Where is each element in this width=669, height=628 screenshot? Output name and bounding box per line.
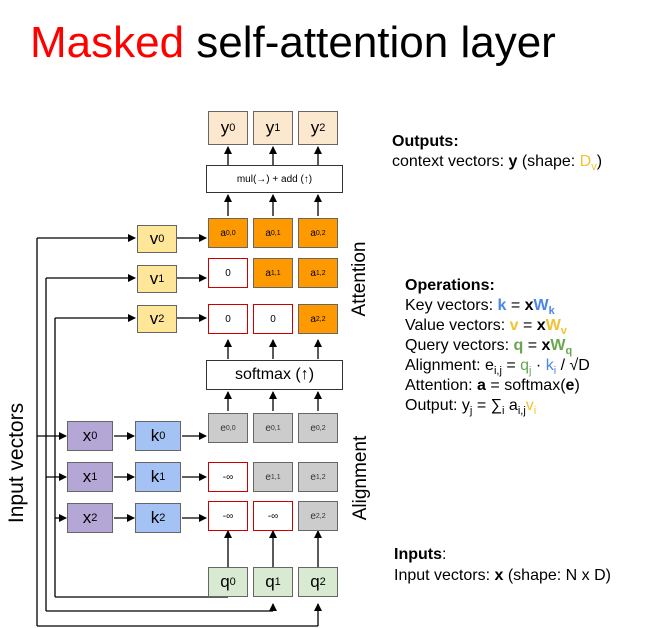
- attention-masked-cell: 0: [253, 304, 293, 334]
- operation-value: Value vectors: v = xWv: [405, 317, 567, 338]
- inputs-heading: Inputs:: [394, 546, 447, 563]
- operation-output: Output: yj = ∑i ai,jvi: [405, 397, 537, 418]
- operation-alignment: Alignment: ei,j = qj · ki / √D: [405, 357, 590, 378]
- mul-add-box: mul(→) + add (↑): [206, 165, 343, 193]
- operations-heading: Operations:: [405, 277, 495, 294]
- input-vectors-label: Input vectors: [5, 402, 28, 524]
- attention-masked-cell: 0: [208, 304, 248, 334]
- operation-query: Query vectors: q = xWq: [405, 337, 573, 358]
- inputs-line: Input vectors: x (shape: N x D): [394, 567, 611, 584]
- attention-masked-cell: 0: [208, 258, 248, 288]
- alignment-masked-cell: -∞: [208, 462, 248, 492]
- title-rest: self-attention layer: [184, 18, 556, 67]
- attention-label: Attention: [349, 241, 370, 317]
- softmax-box: softmax (↑): [206, 360, 343, 390]
- alignment-masked-cell: -∞: [208, 501, 248, 531]
- alignment-label: Alignment: [350, 435, 371, 521]
- outputs-heading: Outputs:: [392, 133, 459, 150]
- slide-title: Masked self-attention layer: [30, 18, 556, 68]
- title-highlight: Masked: [30, 18, 185, 67]
- operation-key: Key vectors: k = xWk: [405, 297, 555, 318]
- alignment-masked-cell: -∞: [253, 501, 293, 531]
- outputs-line: context vectors: y (shape: Dv): [392, 153, 603, 174]
- operation-attention: Attention: a = softmax(e): [405, 377, 580, 394]
